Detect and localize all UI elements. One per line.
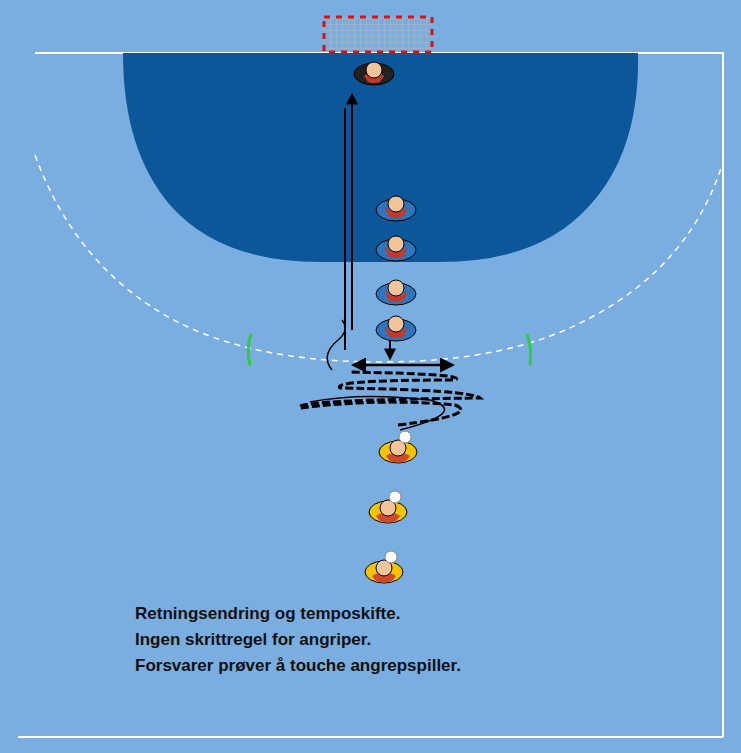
caption-line: Retningsendring og temposkifte.	[135, 604, 400, 624]
caption-line: Ingen skrittregel for angriper.	[135, 630, 371, 650]
caption-line: Forsvarer prøver å touche angrepspiller.	[135, 656, 461, 676]
